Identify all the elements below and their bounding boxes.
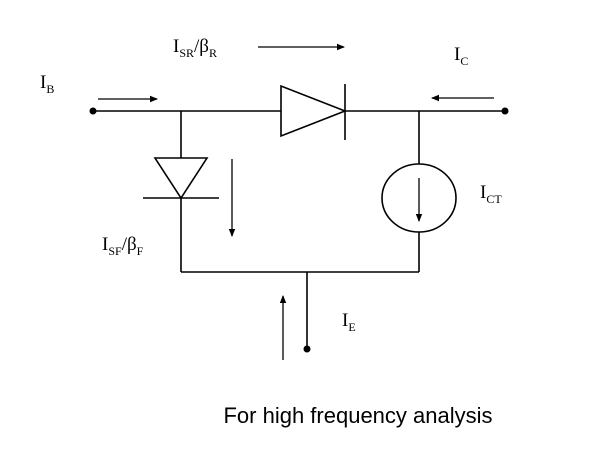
- label-isf-beta-f: ISF/βF: [102, 234, 144, 258]
- forward-diode: [143, 157, 219, 200]
- label-isr-beta-r: ISR/βR: [173, 36, 217, 60]
- label-ict: ICT: [480, 182, 502, 206]
- reverse-diode: [280, 84, 348, 140]
- label-ie: IE: [342, 310, 356, 334]
- label-ib: IB: [40, 72, 54, 96]
- caption: For high frequency analysis: [223, 403, 493, 428]
- emitter-terminal: [303, 345, 311, 353]
- collector-terminal: [501, 107, 509, 115]
- label-ic: IC: [454, 44, 468, 68]
- current-source: [381, 163, 457, 233]
